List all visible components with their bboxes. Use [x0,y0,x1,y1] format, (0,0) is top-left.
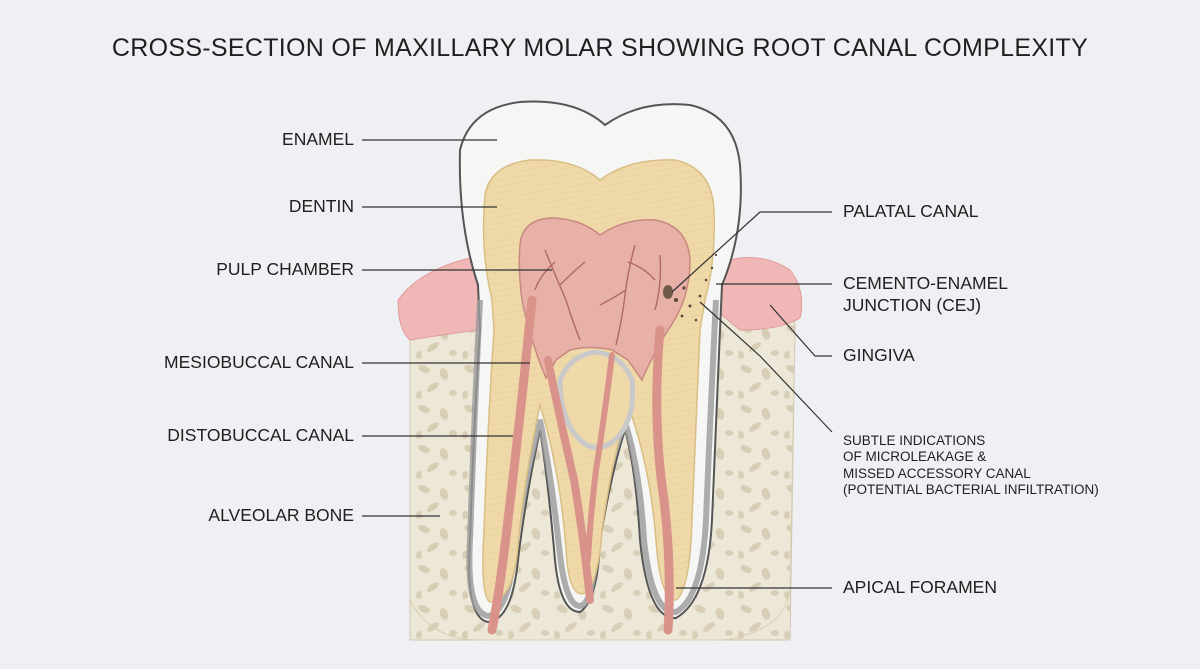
furcation-dentin [557,349,636,450]
note-line-4: (POTENTIAL BACTERIAL INFILTRATION) [843,482,1099,498]
label-pulp-chamber: PULP CHAMBER [216,259,354,279]
pulp-vessels [534,244,662,346]
label-apical-foramen: APICAL FORAMEN [843,577,997,597]
central-canal-path [585,352,615,563]
note-line-2: OF MICROLEAKAGE & [843,449,987,465]
gingiva-left [397,257,489,341]
note-line-3: MISSED ACCESSORY CANAL [843,465,1031,481]
gingiva-right [715,257,803,331]
leader-lines [362,139,833,589]
label-mesiobuccal-canal: MESIOBUCCAL CANAL [164,352,354,372]
label-cej: CEMENTO-ENAMEL JUNCTION (CEJ) [843,273,1008,317]
label-cej-line2: JUNCTION (CEJ) [843,294,982,315]
leader-palatal-canal [671,211,832,293]
label-distobuccal-canal: DISTOBUCCAL CANAL [167,425,354,445]
root-cementum [466,299,719,620]
leader-gingiva [769,304,832,357]
page-title: CROSS-SECTION OF MAXILLARY MOLAR SHOWING… [111,34,1089,62]
distobuccal-canal-path [544,356,594,604]
label-cej-line1: CEMENTO-ENAMEL [843,273,1008,293]
microleakage-spots [663,253,718,322]
label-enamel: ENAMEL [282,129,354,149]
palatal-canal-path [652,325,674,635]
note-line-1: SUBTLE INDICATIONS [843,433,986,448]
leader-note [699,301,833,433]
label-microleakage-note: SUBTLE INDICATIONS OF MICROLEAKAGE & MIS… [843,433,1099,499]
pulp-chamber [518,217,691,382]
label-alveolar-bone: ALVEOLAR BONE [208,505,354,525]
label-gingiva: GINGIVA [843,345,915,365]
label-dentin: DENTIN [288,196,354,216]
label-palatal-canal: PALATAL CANAL [843,201,979,221]
